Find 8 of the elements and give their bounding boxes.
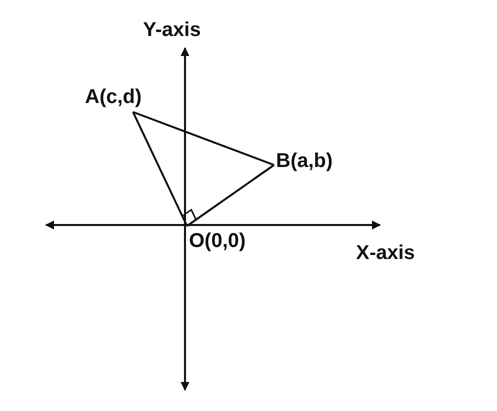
point-label: A(c,d) xyxy=(85,85,142,109)
triangle-side xyxy=(186,164,275,227)
axis-label: Y-axis xyxy=(143,18,201,42)
triangle-side xyxy=(132,111,274,166)
axis-label: X-axis xyxy=(356,241,415,265)
triangle-side xyxy=(132,112,188,226)
point-label: O(0,0) xyxy=(189,229,246,253)
point-label: B(a,b) xyxy=(276,149,333,173)
